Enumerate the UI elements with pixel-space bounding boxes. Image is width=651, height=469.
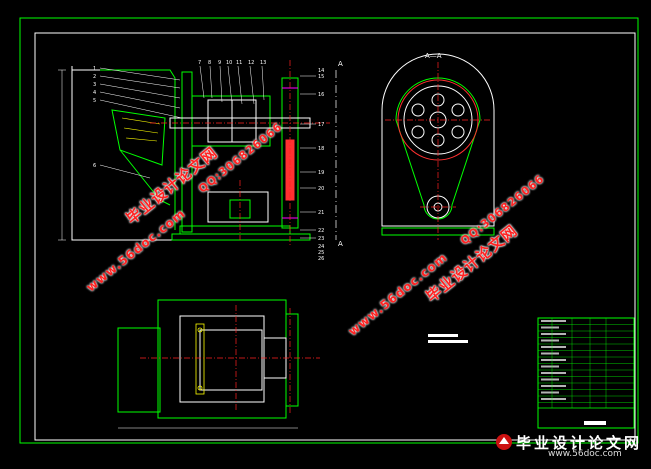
part-number: 17 — [318, 122, 324, 128]
title-block — [537, 317, 635, 429]
part-number: 1 — [93, 66, 96, 72]
part-number: 3 — [93, 82, 96, 88]
part-number: 9 — [218, 60, 221, 66]
logo-title: 毕业设计论文网 — [516, 434, 643, 452]
part-number: 25 — [318, 250, 324, 256]
part-number: 24 — [318, 244, 324, 250]
part-number: 8 — [208, 60, 211, 66]
part-number: 10 — [226, 60, 232, 66]
part-number: 20 — [318, 186, 324, 192]
note-mark — [428, 334, 468, 343]
section-label: A—A — [425, 52, 442, 60]
cut-marker-label: A — [338, 240, 343, 248]
top-view — [117, 299, 320, 429]
part-number: 11 — [236, 60, 242, 66]
cut-marker-label: A — [338, 60, 343, 68]
part-number: 14 — [318, 68, 324, 74]
part-number: 12 — [248, 60, 254, 66]
part-number: 23 — [318, 236, 324, 242]
site-logo: 毕业设计论文网 www.56doc.com — [488, 430, 648, 462]
logo-url: www.56doc.com — [548, 449, 622, 459]
sheet-border — [19, 17, 639, 444]
part-number: 13 — [260, 60, 266, 66]
part-number: 18 — [318, 146, 324, 152]
part-number: 16 — [318, 92, 324, 98]
part-number: 21 — [318, 210, 324, 216]
part-number: 22 — [318, 228, 324, 234]
front-view — [58, 60, 337, 245]
part-number: 26 — [318, 256, 324, 262]
logo-emblem-icon — [496, 434, 512, 450]
part-numbers: 1 2 3 4 5 6 7 8 9 10 11 12 13 14 15 16 1… — [93, 60, 343, 262]
part-number: 5 — [93, 98, 96, 104]
part-number: 6 — [93, 163, 96, 169]
section-a-a-view: A—A — [381, 52, 495, 240]
part-number: 4 — [93, 90, 96, 96]
part-number: 2 — [93, 74, 96, 80]
part-number: 15 — [318, 74, 324, 80]
part-number: 19 — [318, 170, 324, 176]
part-number: 7 — [198, 60, 201, 66]
